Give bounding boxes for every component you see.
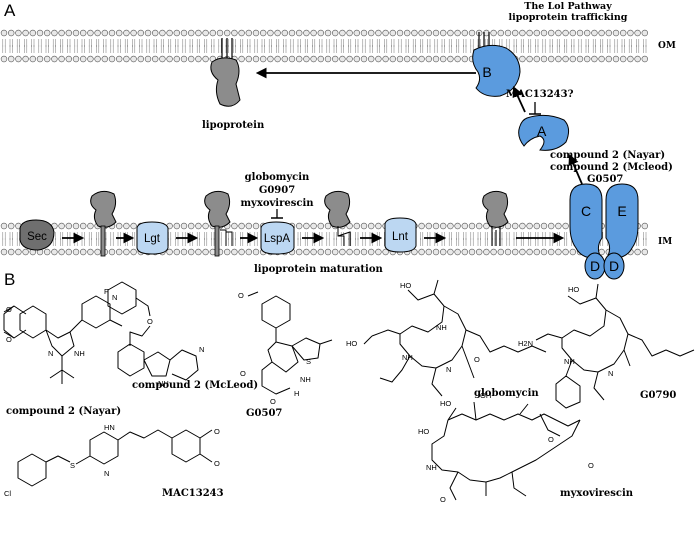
atom-o1: O	[6, 305, 12, 314]
arrow-cde-to-a	[568, 154, 583, 185]
compound-globomycin-label: globomycin	[474, 388, 539, 399]
atom-o-myxo-1: O	[548, 435, 554, 444]
lola-protein	[518, 114, 570, 151]
lnt-label: Lnt	[392, 231, 409, 243]
lold1-label: D	[590, 258, 600, 274]
compound-mac13243-label: MAC13243	[162, 488, 224, 499]
inner-membrane	[0, 222, 648, 256]
atom-ho-globo: HO	[400, 281, 411, 290]
structure-nayar	[3, 295, 123, 384]
inhibitor-lolcde-2: G0507	[587, 174, 623, 185]
atom-o-g0507-1: O	[240, 369, 246, 378]
atom-hn-globo: NH	[436, 323, 447, 332]
lgt-label: Lgt	[144, 233, 161, 245]
lol-pathway-title: The Lol Pathway	[524, 1, 612, 12]
atom-s-mac: S	[70, 461, 75, 470]
atom-s: S	[306, 357, 311, 366]
compound-g0790-label: G0790	[640, 390, 676, 401]
atom-nh-g0507-1: NH	[300, 375, 311, 384]
lolb-label: B	[482, 64, 491, 80]
atom-oh-myxo: OH	[480, 391, 491, 400]
atom-n-g0790: N	[608, 369, 613, 378]
atom-ho-g0790: HO	[568, 285, 579, 294]
inhibitor-lspa-0: globomycin	[245, 172, 310, 183]
apolipoprotein	[324, 190, 351, 246]
atom-h2n-g0790: H2N	[518, 339, 533, 348]
inhibitor-lolb: MAC13243?	[506, 89, 574, 100]
prolipoprotein	[204, 190, 233, 257]
structure-g0790	[535, 283, 695, 409]
compound-mcleod-label: compound 2 (McLeod)	[132, 380, 258, 391]
atom-o-g0507-2: O	[270, 397, 276, 406]
atom-ho-myxo-1: HO	[440, 399, 451, 408]
lolc-label: C	[581, 203, 591, 219]
inhibitor-lspa-2: myxovirescin	[240, 198, 314, 209]
structure-mcleod	[107, 281, 199, 381]
compound-g0507-label: G0507	[246, 408, 282, 419]
lola-label: A	[537, 123, 547, 139]
atom-ho-globo-2: HO	[346, 339, 357, 348]
atom-nh-globo: NH	[402, 353, 413, 362]
atom-o-methoxy: O	[238, 291, 244, 300]
atom-cl: Cl	[4, 489, 11, 498]
atom-n-globo: N	[446, 365, 451, 374]
lipoprotein-om	[210, 38, 241, 107]
atom-hn-g0790: NH	[564, 357, 575, 366]
atom-f: F	[104, 287, 109, 296]
structure-g0507	[247, 291, 333, 395]
atom-nh-pyrazole: NH	[158, 379, 169, 388]
atom-o-mcleod: O	[147, 317, 153, 326]
atom-nh-myxo: NH	[426, 463, 437, 472]
lspa-label: LspA	[264, 233, 291, 245]
atom-n-mcleod: N	[199, 345, 204, 354]
structure-mac13243	[17, 429, 213, 487]
sec-label: Sec	[27, 231, 47, 243]
preprolipoprotein	[90, 190, 117, 257]
atom-n-imid: N	[48, 349, 53, 358]
arrow-a-to-b	[512, 86, 526, 113]
lnt-enzyme	[384, 217, 417, 253]
outer-membrane-label: OM	[658, 41, 676, 51]
atom-o-myxo-2: O	[440, 495, 446, 504]
outer-membrane	[0, 29, 648, 63]
maturation-label: lipoprotein maturation	[254, 264, 384, 275]
panel-b-label: B	[4, 270, 15, 289]
panel-a-label: A	[4, 1, 16, 20]
atom-nh-g0507-2: H	[294, 389, 299, 398]
sec-translocon	[19, 219, 55, 251]
lolcde-complex	[569, 183, 639, 280]
atom-o-mac-2: O	[214, 459, 220, 468]
atom-o2: O	[6, 335, 12, 344]
atom-n-pyr: N	[112, 293, 117, 302]
lol-pathway-subtitle: lipoprotein trafficking	[509, 12, 628, 23]
structure-myxovirescin	[431, 401, 581, 501]
inner-membrane-label: IM	[658, 237, 672, 247]
lipoprotein-label: lipoprotein	[202, 120, 265, 131]
lold2-label: D	[609, 258, 619, 274]
inhibitor-lolcde-1: compound 2 (Mcleod)	[550, 162, 673, 173]
mature-lipoprotein	[482, 190, 509, 246]
atom-o-myxo-3: O	[588, 461, 594, 470]
lspa-enzyme	[260, 221, 295, 255]
atom-o-globo: O	[474, 355, 480, 364]
atom-nh-imid: NH	[74, 349, 85, 358]
lolb-protein	[472, 32, 521, 97]
lole-label: E	[617, 203, 626, 219]
inhibitor-lolcde-0: compound 2 (Nayar)	[550, 150, 665, 161]
lgt-enzyme	[136, 221, 169, 255]
atom-hn-mac: HN	[104, 423, 115, 432]
structure-globomycin	[363, 279, 547, 397]
atom-ho-myxo-2: HO	[418, 427, 429, 436]
compound-myxovirescin-label: myxovirescin	[560, 488, 634, 499]
atom-o-mac-1: O	[214, 427, 220, 436]
compound-nayar-label: compound 2 (Nayar)	[6, 406, 121, 417]
inhibitor-lspa-1: G0907	[259, 185, 295, 196]
atom-n-mac-1: N	[104, 469, 109, 478]
